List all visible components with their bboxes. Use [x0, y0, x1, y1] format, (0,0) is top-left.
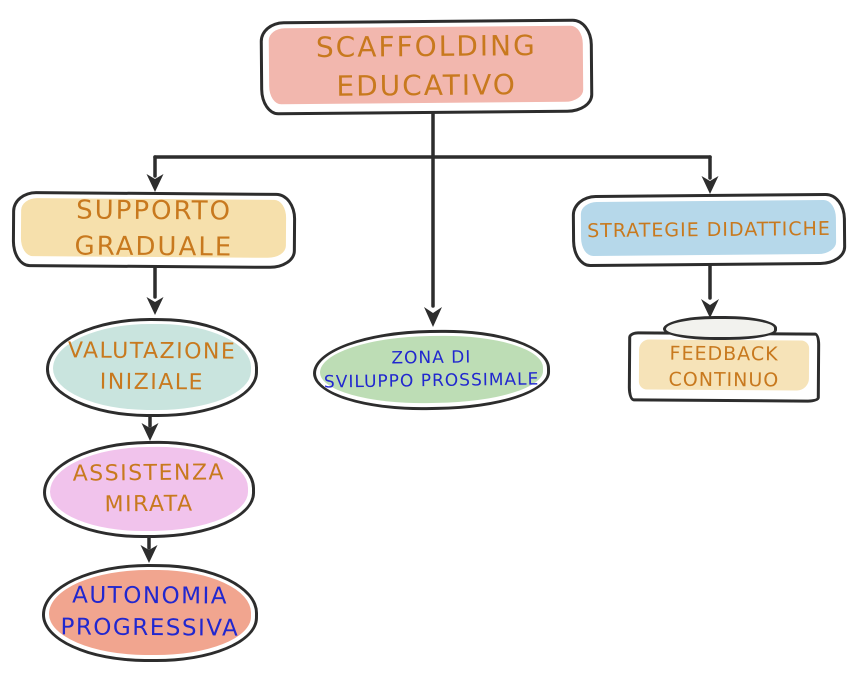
arrowhead-icon: [701, 176, 719, 194]
node-label: ZONA DI SVILUPPO PROSSIMALE: [323, 346, 540, 393]
node-valutazione-iniziale: VALUTAZIONE INIZIALE: [45, 317, 259, 418]
node-assistenza-mirata: ASSISTENZA MIRATA: [42, 440, 256, 539]
node-scaffolding-educativo: SCAFFOLDING EDUCATIVO: [259, 18, 594, 116]
edge-root-branch-bus: [153, 111, 712, 159]
arrowhead-icon: [701, 299, 719, 318]
node-label: VALUTAZIONE INIZIALE: [67, 338, 237, 395]
node-autonomia-progressiva: AUTONOMIA PROGRESSIVA: [41, 563, 259, 663]
node-supporto-graduale: SUPPORTO GRADUALE: [11, 191, 297, 269]
node-feedback-continuo: FEEDBACK CONTINUO: [627, 331, 821, 403]
node-label: SUPPORTO GRADUALE: [74, 195, 234, 263]
node-label: SCAFFOLDING EDUCATIVO: [315, 29, 537, 103]
arrowhead-icon: [146, 297, 164, 315]
node-label: STRATEGIE DIDATTICHE: [587, 217, 831, 242]
arrowhead-icon: [141, 423, 159, 441]
arrowhead-icon: [140, 545, 158, 563]
node-label: FEEDBACK CONTINUO: [668, 342, 780, 392]
node-strategie-didattiche: STRATEGIE DIDATTICHE: [571, 192, 847, 268]
feedback-cylinder-top-ellipse: [663, 316, 777, 340]
node-label: AUTONOMIA PROGRESSIVA: [60, 582, 240, 642]
arrowhead-icon: [146, 174, 164, 192]
node-label: ASSISTENZA MIRATA: [72, 460, 226, 517]
arrowhead-icon: [424, 307, 442, 327]
